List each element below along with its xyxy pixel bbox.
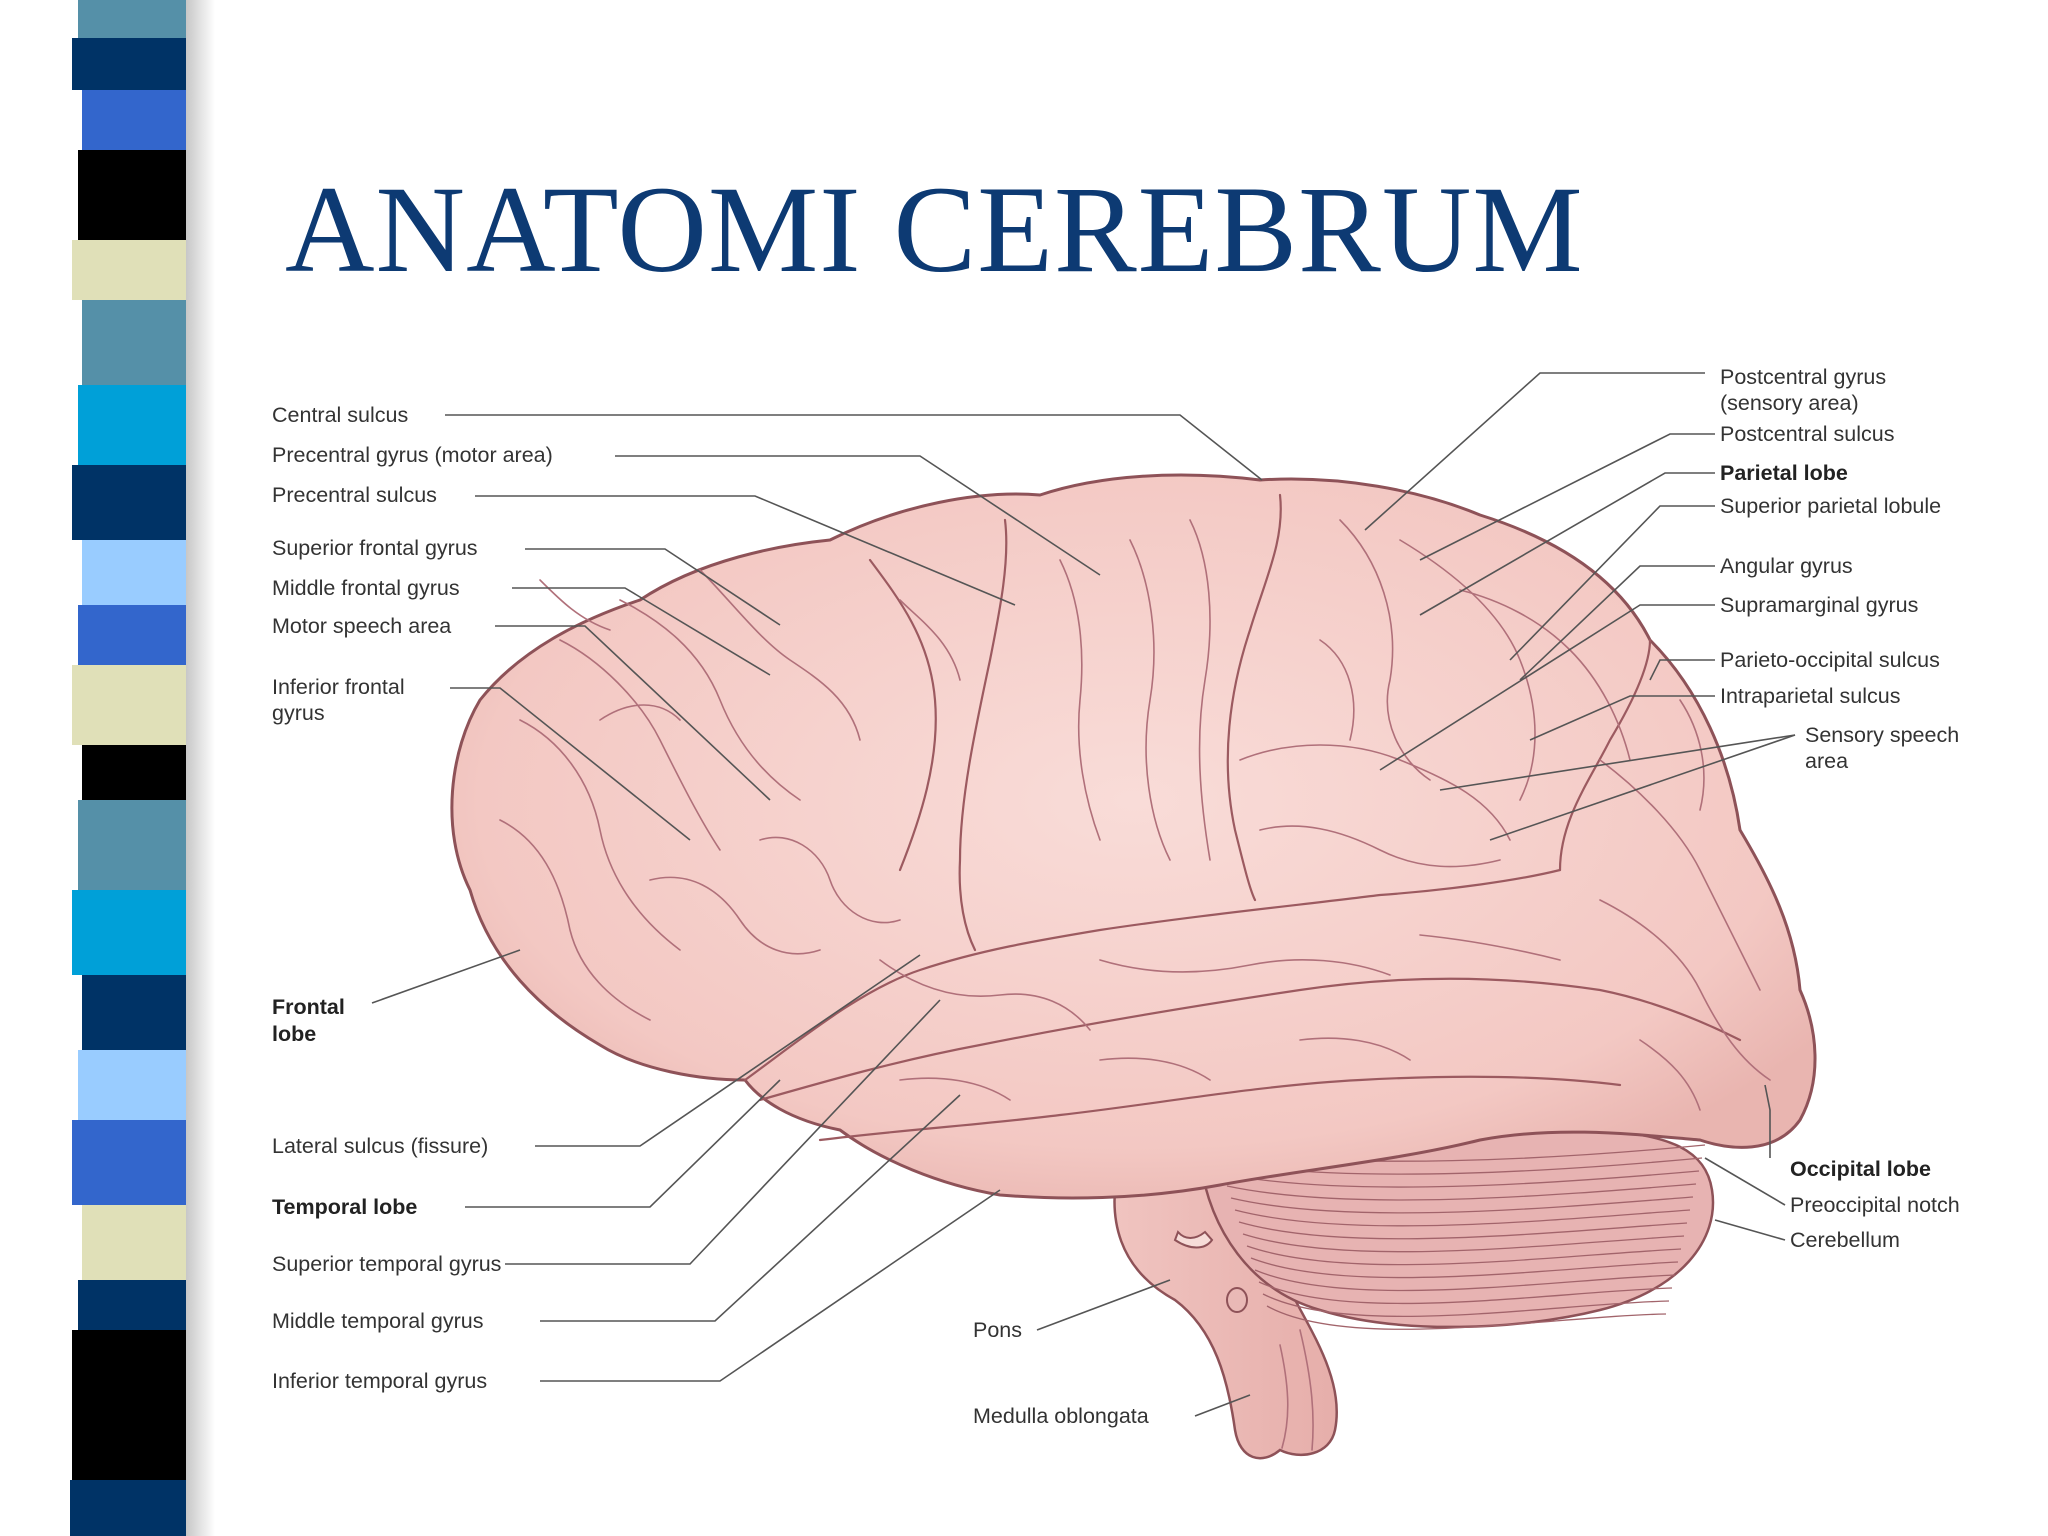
- right-labels: Postcentral gyrus (sensory area) Postcen…: [1720, 365, 1960, 1252]
- label-middle-frontal-gyrus: Middle frontal gyrus: [272, 576, 460, 600]
- label-inferior-temporal-gyrus: Inferior temporal gyrus: [272, 1369, 487, 1393]
- stripe-band: [82, 90, 186, 150]
- stripe-band: [82, 540, 186, 605]
- label-sensory-speech-area-cont: area: [1805, 749, 1848, 773]
- stripe-band: [72, 465, 186, 540]
- label-frontal-lobe-cont: lobe: [272, 1022, 316, 1046]
- label-parieto-occipital-sulcus: Parieto-occipital sulcus: [1720, 648, 1940, 672]
- decorative-stripe-bar: [70, 0, 215, 1536]
- label-angular-gyrus: Angular gyrus: [1720, 554, 1853, 578]
- bottom-labels: Pons Medulla oblongata: [973, 1318, 1149, 1428]
- lateral-sulcus-line: [743, 868, 1562, 1082]
- label-supramarginal-gyrus: Supramarginal gyrus: [1720, 593, 1918, 617]
- label-precentral-sulcus: Precentral sulcus: [272, 483, 437, 507]
- stripe-band: [72, 1120, 186, 1205]
- stripe-band: [82, 300, 186, 385]
- stripe-band: [82, 975, 186, 1050]
- stripe-band: [78, 0, 186, 38]
- label-frontal-lobe: Frontal: [272, 995, 345, 1019]
- stripe-band: [72, 1330, 186, 1480]
- label-occipital-lobe: Occipital lobe: [1790, 1157, 1931, 1181]
- label-superior-temporal-gyrus: Superior temporal gyrus: [272, 1252, 501, 1276]
- cerebellum-shape: [1198, 1128, 1715, 1330]
- stripe-band: [72, 890, 186, 975]
- label-superior-parietal-lobule: Superior parietal lobule: [1720, 494, 1941, 518]
- label-central-sulcus: Central sulcus: [272, 403, 408, 427]
- cerebrum-shape: [450, 473, 1817, 1200]
- label-cerebellum: Cerebellum: [1790, 1228, 1900, 1252]
- stripe-band: [72, 38, 186, 90]
- label-parietal-lobe: Parietal lobe: [1720, 461, 1848, 485]
- stripe-band: [78, 1280, 186, 1330]
- stripe-band: [72, 665, 186, 745]
- stripe-band: [78, 1050, 186, 1120]
- label-motor-speech-area: Motor speech area: [272, 614, 451, 638]
- stripe-band: [78, 385, 186, 465]
- label-lateral-sulcus: Lateral sulcus (fissure): [272, 1134, 488, 1158]
- label-inferior-frontal-gyrus: Inferior frontal: [272, 675, 405, 699]
- left-labels: Central sulcus Precentral gyrus (motor a…: [272, 403, 553, 1393]
- label-precentral-gyrus: Precentral gyrus (motor area): [272, 443, 553, 467]
- label-pons: Pons: [973, 1318, 1022, 1342]
- stripe-band: [78, 150, 186, 240]
- stripe-band: [70, 1480, 186, 1536]
- label-postcentral-sulcus: Postcentral sulcus: [1720, 422, 1894, 446]
- label-postcentral-gyrus: Postcentral gyrus: [1720, 365, 1886, 389]
- label-medulla-oblongata: Medulla oblongata: [973, 1404, 1149, 1428]
- label-preoccipital-notch: Preoccipital notch: [1790, 1193, 1960, 1217]
- label-superior-frontal-gyrus: Superior frontal gyrus: [272, 536, 478, 560]
- stripe-band: [72, 240, 186, 300]
- label-postcentral-gyrus-cont: (sensory area): [1720, 391, 1859, 415]
- stripe-band: [82, 745, 186, 800]
- stripe-band: [78, 800, 186, 890]
- central-sulcus-line: [958, 518, 1008, 952]
- slide-title: ANATOMI CEREBRUM: [285, 161, 1584, 298]
- stripe-band: [82, 1205, 186, 1280]
- label-sensory-speech-area: Sensory speech: [1805, 723, 1959, 747]
- label-inferior-frontal-gyrus-cont: gyrus: [272, 701, 325, 725]
- label-intraparietal-sulcus: Intraparietal sulcus: [1720, 684, 1900, 708]
- label-middle-temporal-gyrus: Middle temporal gyrus: [272, 1309, 484, 1333]
- label-temporal-lobe: Temporal lobe: [272, 1195, 417, 1219]
- stripe-band: [78, 605, 186, 665]
- leader-lines: [371, 372, 1796, 1417]
